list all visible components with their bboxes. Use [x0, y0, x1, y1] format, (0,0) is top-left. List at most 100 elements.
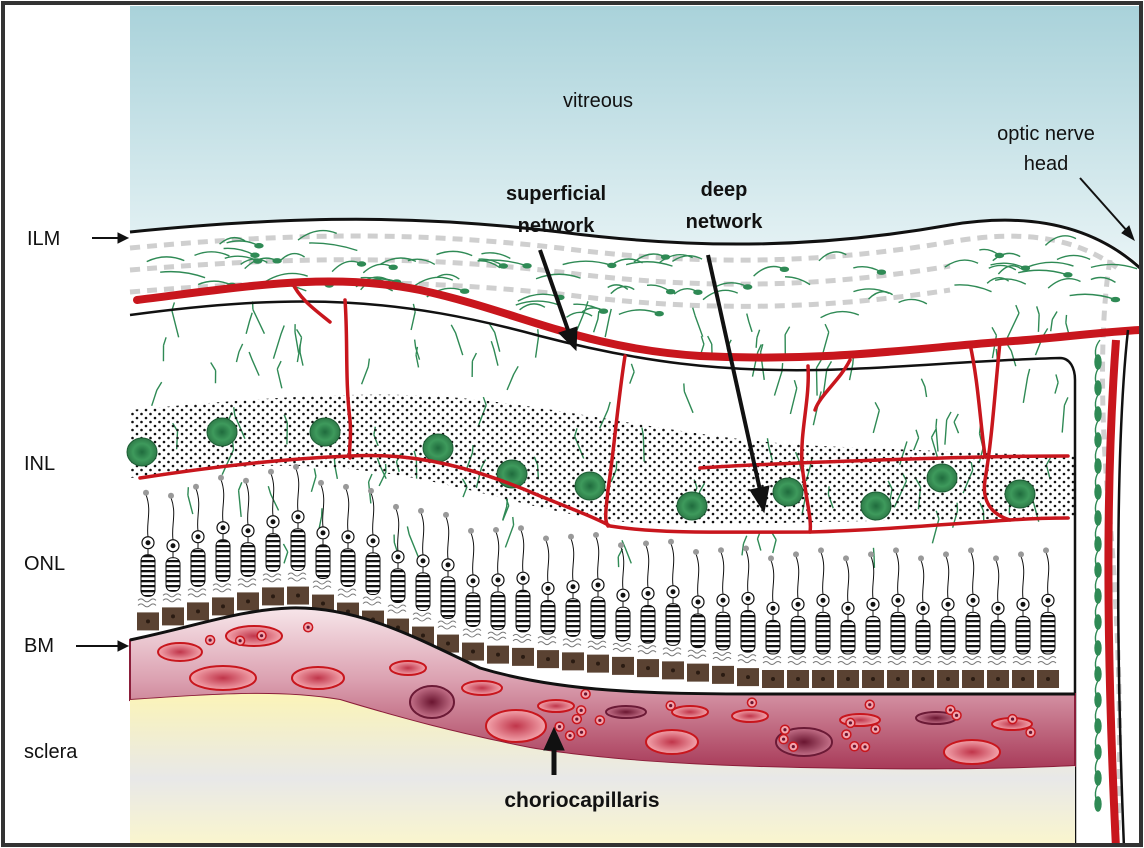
rpe-nucleus	[196, 609, 200, 613]
photoreceptor-nucleolus	[821, 598, 826, 603]
choriocapillary-lumen	[307, 626, 310, 629]
synaptic-terminal	[168, 493, 174, 499]
choroid-vessel	[732, 710, 768, 722]
inl-cell	[927, 464, 957, 492]
photoreceptor-nucleolus	[1021, 602, 1026, 607]
photoreceptor-nucleolus	[446, 562, 451, 567]
synaptic-terminal	[143, 490, 149, 496]
outer-segment	[166, 558, 180, 592]
rpe-nucleus	[771, 677, 775, 681]
choriocapillary-lumen	[580, 731, 583, 734]
outer-segment	[241, 543, 255, 577]
photoreceptor-nucleolus	[771, 606, 776, 611]
synaptic-terminal	[668, 539, 674, 545]
photoreceptor-nucleolus	[596, 582, 601, 587]
outer-segment	[1041, 612, 1055, 654]
outer-segment	[991, 620, 1005, 654]
photoreceptor-nucleolus	[921, 606, 926, 611]
fiber-soma	[1111, 298, 1119, 302]
synaptic-terminal	[818, 547, 824, 553]
synaptic-terminal	[193, 484, 199, 490]
inl-cell	[677, 492, 707, 520]
outer-segment	[316, 545, 330, 579]
synaptic-terminal	[218, 475, 224, 481]
choriocapillary-lumen	[949, 708, 952, 711]
label-optic-nerve-head-2: head	[1024, 153, 1069, 175]
outer-segment	[291, 529, 305, 571]
rpe-nucleus	[471, 650, 475, 654]
outer-segment	[491, 592, 505, 630]
synaptic-terminal	[993, 555, 999, 561]
photoreceptor-nucleolus	[896, 598, 901, 603]
synaptic-terminal	[743, 545, 749, 551]
choroid-vessel	[390, 661, 426, 675]
photoreceptor-nucleolus	[846, 606, 851, 611]
rpe-nucleus	[271, 594, 275, 598]
choriocapillary-lumen	[874, 728, 877, 731]
photoreceptor-nucleolus	[871, 602, 876, 607]
fiber-soma	[1064, 273, 1072, 277]
synaptic-terminal	[643, 540, 649, 546]
outer-segment	[266, 534, 280, 572]
rpe-nucleus	[646, 666, 650, 670]
choroid-vessel	[538, 700, 574, 712]
outer-segment	[766, 620, 780, 654]
synaptic-terminal	[518, 525, 524, 531]
choriocapillary-lumen	[598, 719, 601, 722]
photoreceptor-nucleolus	[796, 602, 801, 607]
photoreceptor-nucleolus	[396, 554, 401, 559]
fiber-soma	[358, 262, 366, 266]
outer-segment	[366, 553, 380, 595]
label-superficial-network-2: network	[518, 215, 596, 237]
synaptic-terminal	[468, 528, 474, 534]
synaptic-terminal	[918, 555, 924, 561]
fiber-soma	[255, 244, 263, 248]
label-bm: BM	[24, 635, 54, 657]
choriocapillary-lumen	[849, 721, 852, 724]
rpe-nucleus	[996, 677, 1000, 681]
rpe-nucleus	[696, 671, 700, 675]
synaptic-terminal	[343, 484, 349, 490]
synaptic-terminal	[368, 488, 374, 494]
photoreceptor-nucleolus	[321, 530, 326, 535]
synaptic-terminal	[393, 504, 399, 510]
choriocapillary-lumen	[669, 704, 672, 707]
outer-segment	[441, 577, 455, 619]
outer-segment	[591, 597, 605, 639]
choroid-vessel	[606, 706, 646, 718]
choroid-vessel	[944, 740, 1000, 764]
photoreceptor-nucleolus	[1046, 598, 1051, 603]
photoreceptor-nucleolus	[496, 577, 501, 582]
photoreceptor-nucleolus	[546, 586, 551, 591]
label-superficial-network-1: superficial	[506, 183, 606, 205]
choriocapillary-lumen	[580, 709, 583, 712]
inl-cell	[207, 418, 237, 446]
outer-segment	[841, 620, 855, 654]
synaptic-terminal	[1018, 551, 1024, 557]
rpe-nucleus	[846, 677, 850, 681]
label-sclera: sclera	[24, 741, 78, 763]
choroid-vessel	[292, 667, 344, 689]
synaptic-terminal	[493, 527, 499, 533]
rpe-nucleus	[246, 599, 250, 603]
outer-segment	[966, 612, 980, 654]
rpe-nucleus	[1021, 677, 1025, 681]
outer-segment	[716, 612, 730, 650]
choroid-vessel	[226, 626, 282, 646]
outer-segment	[691, 614, 705, 648]
outer-segment	[566, 599, 580, 637]
synaptic-terminal	[593, 532, 599, 538]
synaptic-terminal	[943, 551, 949, 557]
outer-segment	[391, 569, 405, 603]
rpe-nucleus	[146, 619, 150, 623]
choriocapillary-lumen	[568, 734, 571, 737]
outer-segment	[466, 593, 480, 627]
label-onl: ONL	[24, 553, 65, 575]
synaptic-terminal	[293, 464, 299, 470]
photoreceptor-nucleolus	[746, 596, 751, 601]
rpe-nucleus	[821, 677, 825, 681]
synaptic-terminal	[893, 547, 899, 553]
fiber-soma	[877, 270, 885, 274]
outer-segment	[516, 590, 530, 632]
